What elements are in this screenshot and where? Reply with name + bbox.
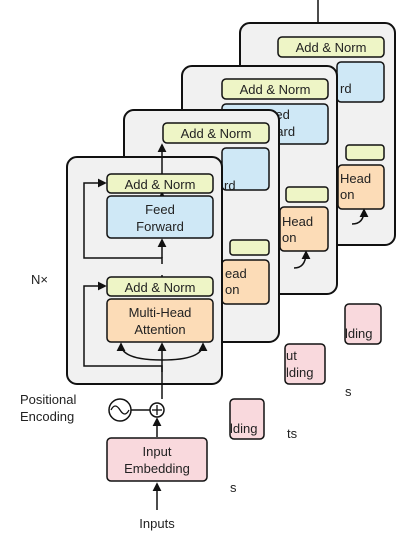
svg-text:s: s: [345, 384, 352, 399]
feed-forward-box: [106, 195, 214, 239]
positional-encoding-label-1: Positional: [20, 392, 76, 407]
svg-text:lding: lding: [230, 421, 257, 436]
input-embedding: Input Embedding Inputs: [106, 417, 208, 531]
add-norm-bottom: [106, 276, 214, 297]
attention-partial: Head: [282, 214, 313, 229]
multi-head-attention-box: [106, 298, 214, 343]
svg-text:ut: ut: [286, 348, 297, 363]
svg-text:lding: lding: [286, 365, 313, 380]
add-norm-box: [229, 239, 270, 256]
feed-forward-label-2: Forward: [136, 219, 184, 234]
add-norm-box: [345, 144, 385, 161]
encoder-layer-front: Add & Norm Feed Forward Add & Norm Multi…: [66, 143, 223, 399]
positional-encoding-label-2: Encoding: [20, 409, 74, 424]
add-norm-box: [277, 36, 385, 58]
feed-forward-partial: rd: [224, 178, 236, 193]
svg-text:lding: lding: [345, 326, 372, 341]
back-embedding-3: lding s: [344, 303, 382, 399]
back-embedding-1: lding s: [229, 398, 265, 495]
add-norm-bottom-label: Add & Norm: [125, 280, 196, 295]
attention-partial: ead: [225, 266, 247, 281]
add-norm-box: [221, 78, 329, 100]
add-norm-label: Add & Norm: [181, 126, 252, 141]
attention-partial: on: [340, 187, 354, 202]
add-norm-box: [162, 122, 270, 144]
add-norm-top: [106, 173, 214, 194]
multi-head-attention-label-2: Attention: [134, 322, 185, 337]
add-norm-box: [285, 186, 329, 203]
input-embedding-label-1: Input: [143, 444, 172, 459]
feed-forward-label-1: Feed: [145, 202, 175, 217]
add-norm-label: Add & Norm: [240, 82, 311, 97]
svg-text:ts: ts: [287, 426, 298, 441]
input-embedding-label-2: Embedding: [124, 461, 190, 476]
svg-text:s: s: [230, 480, 237, 495]
attention-partial: Head: [340, 171, 371, 186]
nx-label: N×: [31, 272, 48, 287]
positional-encoding: Positional Encoding: [20, 392, 165, 424]
attention-partial: on: [282, 230, 296, 245]
input-embedding-box: [106, 437, 208, 482]
add-norm-label: Add & Norm: [296, 40, 367, 55]
back-embedding-2: ut lding ts: [284, 343, 326, 441]
multi-head-attention-label-1: Multi-Head: [129, 305, 192, 320]
feed-forward-partial: rd: [340, 81, 352, 96]
add-norm-top-label: Add & Norm: [125, 177, 196, 192]
inputs-label: Inputs: [139, 516, 175, 531]
attention-partial: on: [225, 282, 239, 297]
